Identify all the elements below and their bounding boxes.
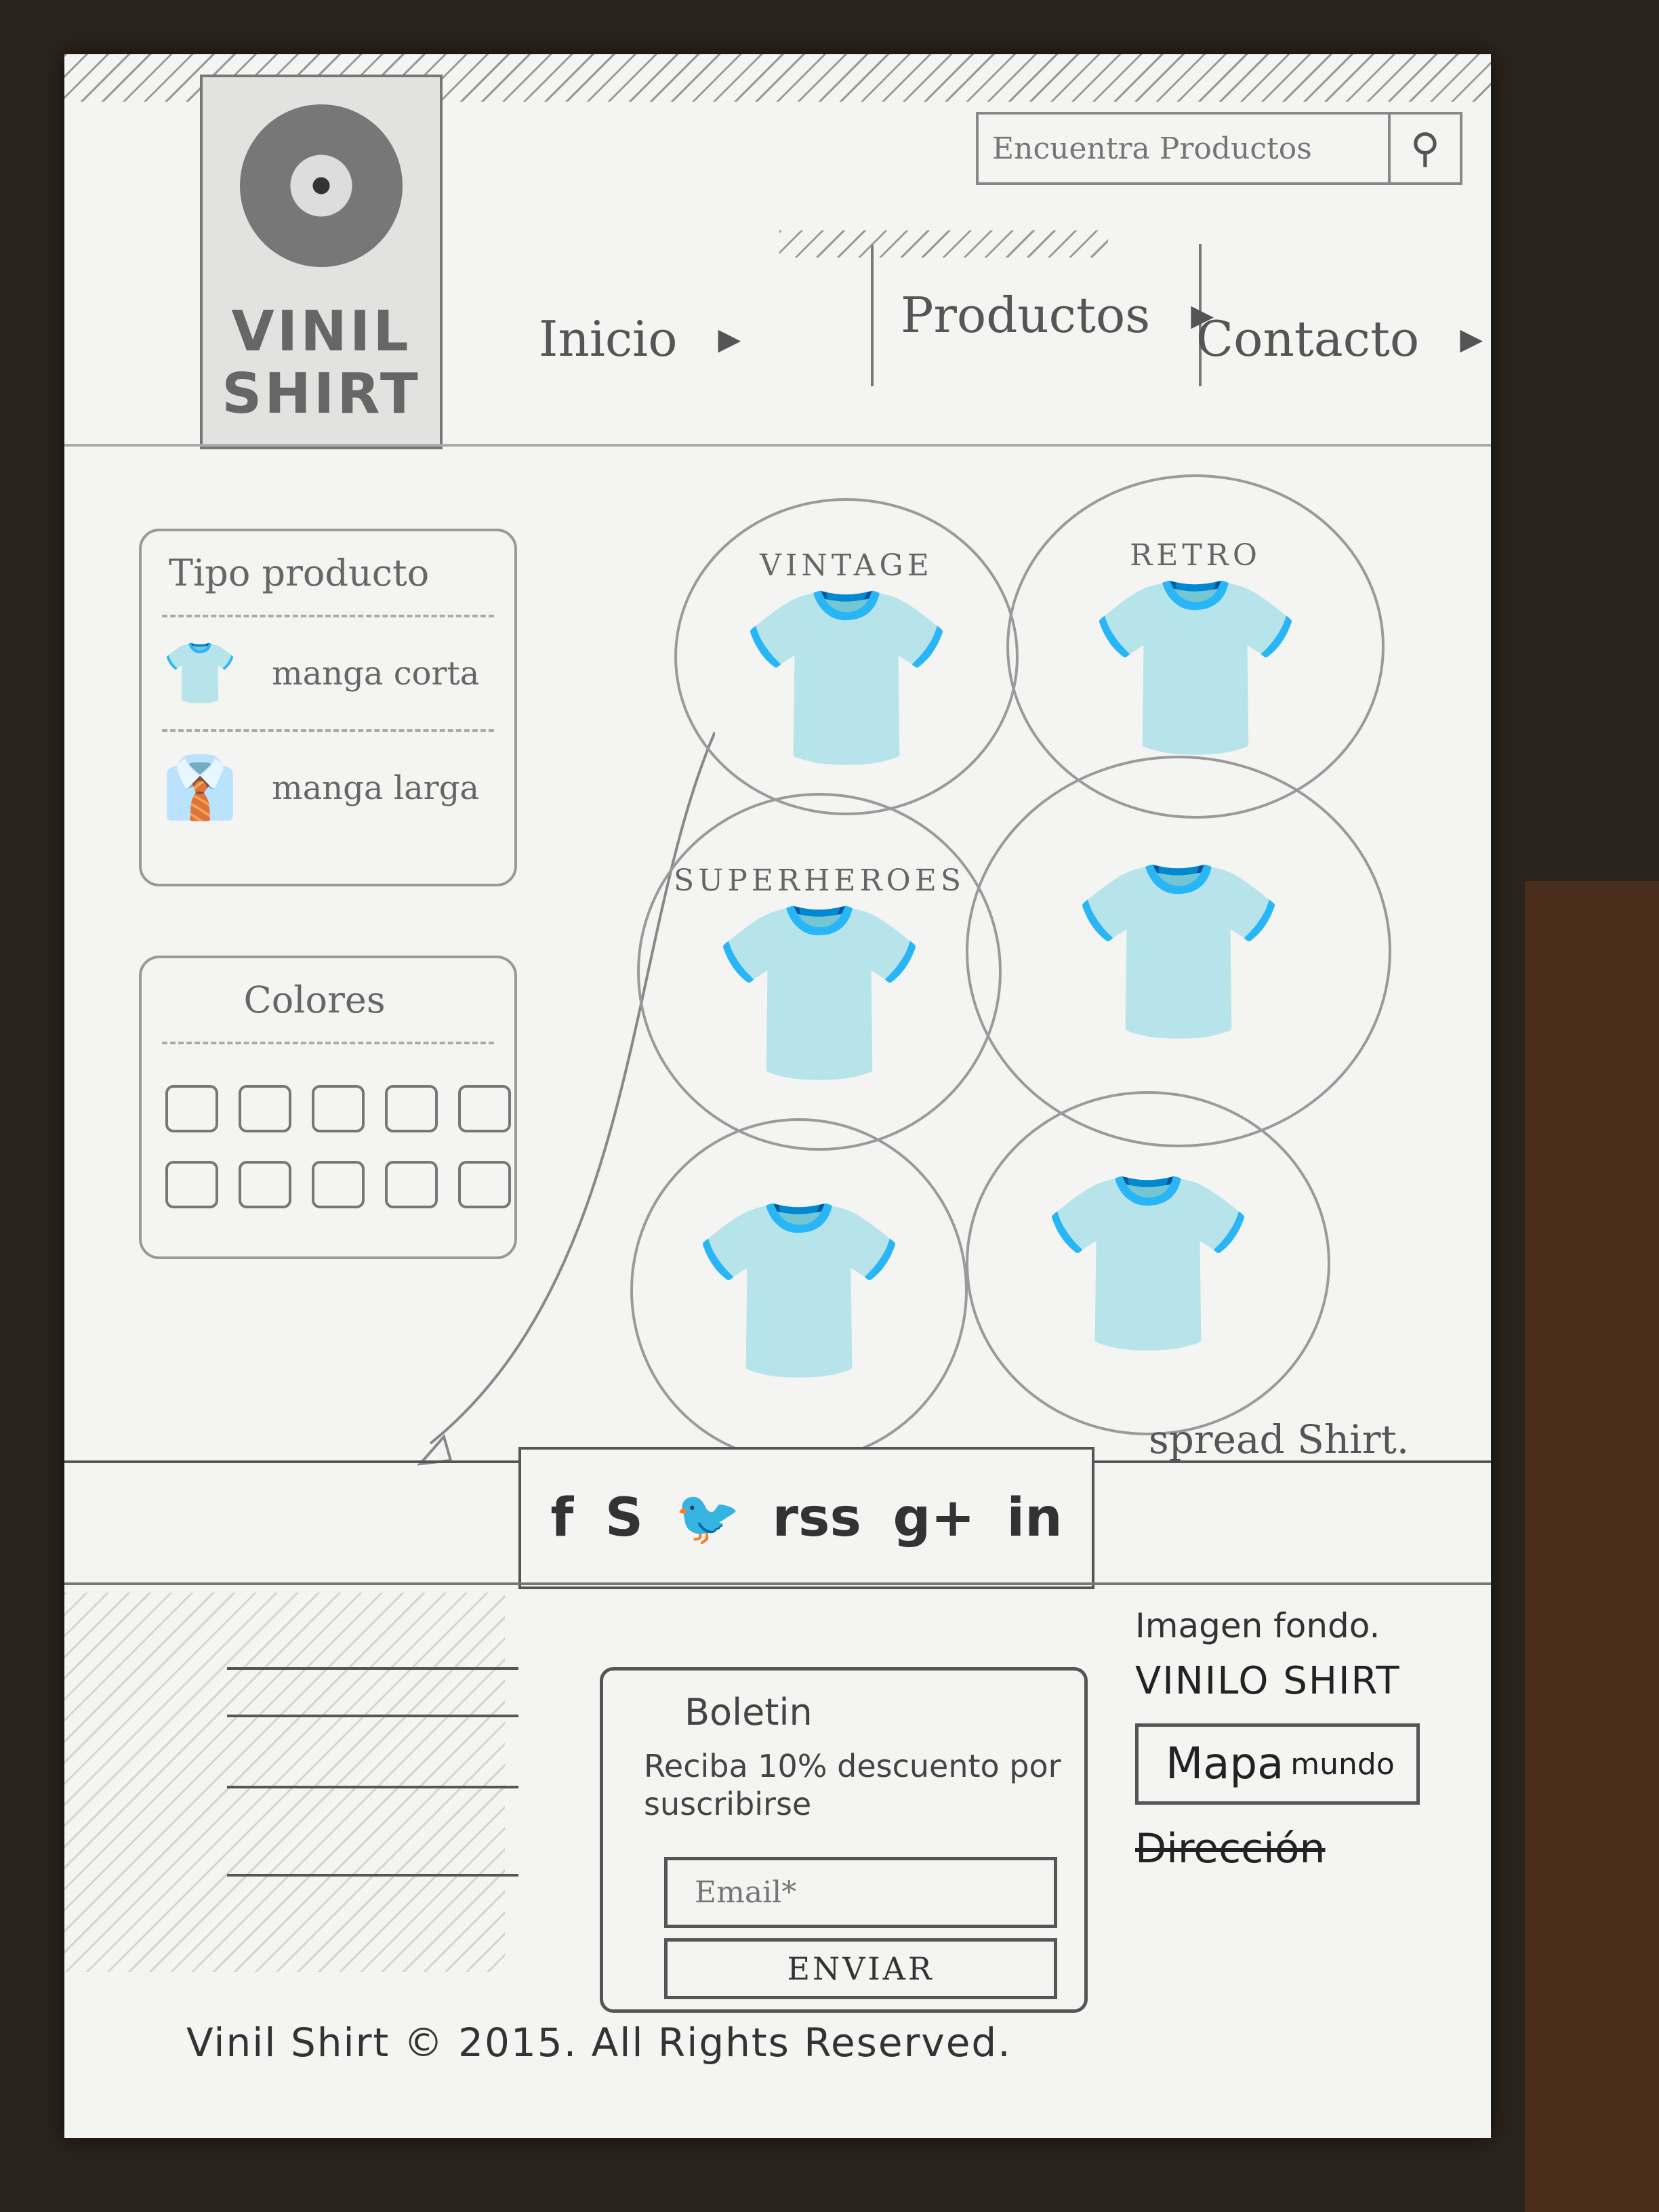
- filter-option-long-sleeve[interactable]: 👔 manga larga: [142, 745, 514, 830]
- nav-label: Productos: [901, 287, 1151, 344]
- divider: [162, 729, 494, 732]
- nav-label: Contacto: [1196, 310, 1420, 367]
- search-icon: ⚲: [1410, 125, 1440, 172]
- color-swatch[interactable]: [239, 1085, 291, 1132]
- vinyl-record-icon: [240, 104, 403, 267]
- rss-icon[interactable]: rss: [772, 1488, 861, 1549]
- color-swatch[interactable]: [458, 1085, 511, 1132]
- newsletter-box: Boletin Reciba 10% descuento por suscrib…: [600, 1667, 1088, 2013]
- t-shirt-icon: 👕: [162, 638, 239, 709]
- search-input[interactable]: [979, 115, 1391, 182]
- filter-option-short-sleeve[interactable]: 👕 manga corta: [142, 631, 514, 716]
- category-item[interactable]: 👕: [630, 1118, 968, 1462]
- long-sleeve-shirt-icon: 👔: [162, 752, 239, 823]
- color-swatch[interactable]: [312, 1161, 365, 1208]
- color-swatch[interactable]: [239, 1161, 291, 1208]
- desk-background: [1525, 881, 1659, 2212]
- color-swatch[interactable]: [165, 1085, 218, 1132]
- footer-background-hatching: [64, 1593, 505, 1972]
- category-label: RETRO: [1130, 537, 1261, 573]
- address-text: Dirección: [1135, 1825, 1326, 1872]
- filter-option-label: manga larga: [272, 769, 479, 807]
- twitter-icon[interactable]: 🐦: [674, 1487, 741, 1549]
- footer-link-placeholder[interactable]: [227, 1667, 518, 1670]
- footer-link-placeholder[interactable]: [227, 1786, 518, 1788]
- map-widget[interactable]: Mapa mundo: [1135, 1723, 1420, 1805]
- social-bar: f S 🐦 rss g+ in: [518, 1447, 1094, 1589]
- submit-button[interactable]: ENVIAR: [664, 1938, 1057, 1999]
- header-divider: [64, 444, 1491, 447]
- color-swatches: [142, 1058, 514, 1235]
- color-filter: Colores: [139, 956, 517, 1259]
- filter-title: Colores: [243, 979, 386, 1021]
- nav-item-inicio[interactable]: Inicio ▶: [539, 298, 741, 380]
- category-item[interactable]: 👕: [966, 756, 1391, 1147]
- google-plus-icon[interactable]: g+: [893, 1488, 975, 1549]
- category-label: VINTAGE: [760, 548, 933, 583]
- footer-notes: Imagen fondo. VINILO SHIRT Mapa mundo Di…: [1135, 1606, 1488, 1872]
- triangle-right-icon: ▶: [1191, 298, 1214, 333]
- newsletter-title: Boletin: [684, 1691, 813, 1734]
- map-suffix: mundo: [1290, 1746, 1395, 1782]
- wireframe-sheet: VINIL SHIRT ⚲ Inicio ▶ Productos ▶ Conta…: [64, 54, 1491, 2138]
- color-swatch[interactable]: [165, 1161, 218, 1208]
- spreadshirt-label: spread Shirt.: [1149, 1416, 1410, 1462]
- divider: [162, 1042, 494, 1044]
- logo-text: VINIL SHIRT: [222, 300, 421, 426]
- note-background-image: Imagen fondo.: [1135, 1606, 1380, 1645]
- logo[interactable]: VINIL SHIRT: [200, 75, 443, 449]
- search-bar: ⚲: [976, 112, 1462, 185]
- category-vintage[interactable]: VINTAGE 👕: [674, 498, 1019, 815]
- facebook-icon[interactable]: f: [550, 1488, 574, 1549]
- t-shirt-icon: 👕: [1069, 849, 1288, 1054]
- footer-band-rule: [64, 1582, 1491, 1585]
- category-superheroes[interactable]: SUPERHEROES 👕: [637, 793, 1002, 1151]
- filter-option-label: manga corta: [272, 654, 480, 693]
- triangle-right-icon: ▶: [1460, 321, 1483, 356]
- color-swatch[interactable]: [385, 1085, 438, 1132]
- newsletter-text: Reciba 10% descuento por suscribirse: [644, 1748, 1061, 1822]
- color-swatch[interactable]: [385, 1161, 438, 1208]
- search-button[interactable]: ⚲: [1391, 115, 1460, 182]
- t-shirt-icon: 👕: [1038, 1161, 1258, 1366]
- triangle-right-icon: ▶: [718, 321, 741, 356]
- nav-item-contacto[interactable]: Contacto ▶: [1196, 298, 1483, 380]
- footer-link-placeholder[interactable]: [227, 1874, 518, 1877]
- category-label: SUPERHEROES: [673, 863, 966, 898]
- active-tab-indicator: [779, 230, 1108, 258]
- email-field[interactable]: [664, 1857, 1057, 1928]
- color-swatch[interactable]: [458, 1161, 511, 1208]
- skype-icon[interactable]: S: [605, 1488, 644, 1549]
- t-shirt-icon: 👕: [737, 575, 956, 780]
- product-type-filter: Tipo producto 👕 manga corta 👔 manga larg…: [139, 529, 517, 886]
- t-shirt-icon: 👕: [689, 1188, 909, 1393]
- linkedin-icon[interactable]: in: [1006, 1488, 1063, 1549]
- category-item[interactable]: 👕: [966, 1091, 1330, 1435]
- color-swatch[interactable]: [312, 1085, 365, 1132]
- footer-link-placeholder[interactable]: [227, 1715, 518, 1717]
- t-shirt-icon: 👕: [710, 890, 929, 1095]
- nav-item-productos[interactable]: Productos ▶: [871, 244, 1214, 386]
- main-nav: Inicio ▶ Productos ▶ Contacto ▶: [485, 244, 1483, 441]
- copyright-text: Vinil Shirt © 2015. All Rights Reserved.: [186, 2020, 1012, 2066]
- divider: [162, 615, 494, 617]
- t-shirt-icon: 👕: [1086, 565, 1305, 770]
- map-label: Mapa: [1166, 1739, 1284, 1789]
- note-brand: VINILO SHIRT: [1135, 1659, 1401, 1703]
- nav-label: Inicio: [539, 310, 678, 367]
- filter-title: Tipo producto: [169, 552, 430, 594]
